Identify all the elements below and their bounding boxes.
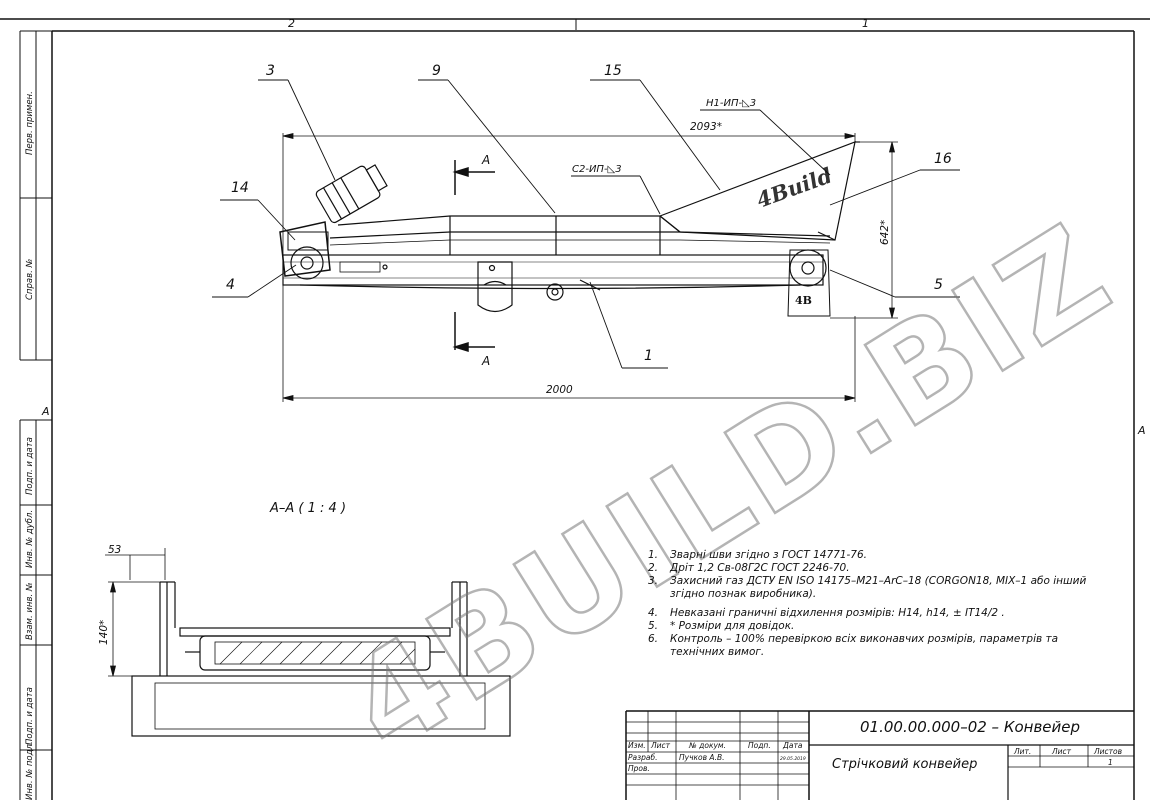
callout-4: 4 — [226, 277, 235, 293]
section-mark-top: A — [481, 153, 490, 167]
dim-section-height: 140* — [98, 620, 110, 645]
stamp-dup-inv: Инв. № дубл. — [25, 510, 35, 568]
note-item: 6.Контроль – 100% перевіркою всіх викона… — [648, 633, 1059, 658]
tb-sheets: Листов — [1093, 747, 1122, 756]
callout-15: 15 — [604, 63, 622, 79]
callout-14: 14 — [231, 180, 249, 196]
belt-upper — [329, 231, 831, 239]
section-hatching — [219, 641, 416, 665]
zone-label-2: 2 — [288, 17, 295, 30]
note-item: 1.Зварні шви згідно з ГОСТ 14771-76. — [648, 549, 868, 561]
drawing-name: Стрічковий конвейер — [832, 757, 978, 772]
section-cut-marks — [452, 160, 495, 353]
return-roller — [546, 283, 564, 301]
stamp-first-use: Перв. примен. — [25, 91, 35, 155]
section-label: A–A ( 1 : 4 ) — [269, 501, 346, 516]
leader-lines — [212, 79, 960, 369]
dimension-lines — [282, 132, 898, 402]
drum-logo: 4B — [795, 294, 812, 307]
callout-3: 3 — [266, 63, 275, 79]
technical-notes: 1.Зварні шви згідно з ГОСТ 14771-76. 2.Д… — [648, 549, 1088, 659]
tb-lit: Лит. — [1013, 747, 1031, 756]
tb-h-change: Изм. — [628, 741, 646, 750]
callout-5: 5 — [934, 277, 943, 293]
hopper-logo: 4Build — [753, 162, 835, 212]
drawing-code: 01.00.00.000–02 – Конвейер — [860, 718, 1081, 736]
tb-r-dev: Разраб. — [628, 753, 657, 762]
weld-mark-1: Н1-ИП-◺3 — [706, 98, 756, 109]
stamp-ref-no: Справ. № — [25, 258, 35, 300]
note-item: 4.Невказані граничні відхилення розмірів… — [648, 607, 1005, 619]
dim-length-top: 2093* — [690, 121, 722, 133]
stamp-sign-date-2: Подп. и дата — [25, 687, 35, 745]
section-view — [131, 581, 511, 737]
tb-h-date: Дата — [782, 741, 803, 750]
main-frame — [282, 254, 824, 286]
dim-section-depth: 53 — [108, 544, 121, 556]
zone-mark-right: A — [1137, 424, 1146, 437]
tb-dev-date: 29.05.2019 — [780, 756, 806, 762]
zone-label-1: 1 — [862, 17, 869, 30]
tb-h-sheet: Лист — [650, 741, 671, 750]
title-block — [625, 710, 1134, 800]
callout-16: 16 — [934, 151, 952, 167]
note-item: 5.* Розміри для довідок. — [648, 620, 795, 632]
tb-sheet: Лист — [1051, 747, 1072, 756]
callout-9: 9 — [432, 63, 441, 79]
tb-r-check: Пров. — [628, 764, 650, 773]
stamp-swap-inv: Взам. инв. № — [25, 582, 35, 640]
motor — [315, 164, 388, 224]
section-roller — [199, 635, 431, 671]
stamp-orig-inv: Инв. № подл. — [25, 741, 35, 800]
tb-dev-name: Пучков А.В. — [679, 753, 724, 762]
tb-h-doc: № докум. — [688, 741, 726, 750]
tb-sheets-val: 1 — [1108, 758, 1113, 767]
conveyor-side-view — [279, 141, 860, 317]
zone-mark-left: A — [41, 405, 50, 418]
sheet-frame — [0, 18, 1150, 800]
weld-mark-2: С2-ИП-◺3 — [572, 164, 622, 175]
section-dimensions — [105, 548, 166, 677]
head-drum — [290, 246, 324, 280]
callout-1: 1 — [644, 348, 653, 364]
dim-length-bottom: 2000 — [546, 384, 573, 396]
watermark-4build: 4BUILD.BIZ — [322, 195, 1136, 782]
tb-h-sign: Подп. — [748, 741, 771, 750]
dim-height: 642* — [879, 220, 891, 245]
note-item: 3.Захисний газ ДСТУ EN ISO 14175–М21–ArC… — [648, 575, 1087, 600]
skirt-board — [337, 215, 681, 233]
note-item: 2.Дріт 1,2 Св-08Г2С ГОСТ 2246-70. — [648, 562, 850, 574]
margin-stamp: Перв. примен. Справ. № Подп. и дата Инв.… — [25, 91, 35, 800]
support-bracket — [477, 261, 513, 313]
section-mark-bottom: A — [481, 354, 490, 368]
stamp-sign-date: Подп. и дата — [25, 437, 35, 495]
